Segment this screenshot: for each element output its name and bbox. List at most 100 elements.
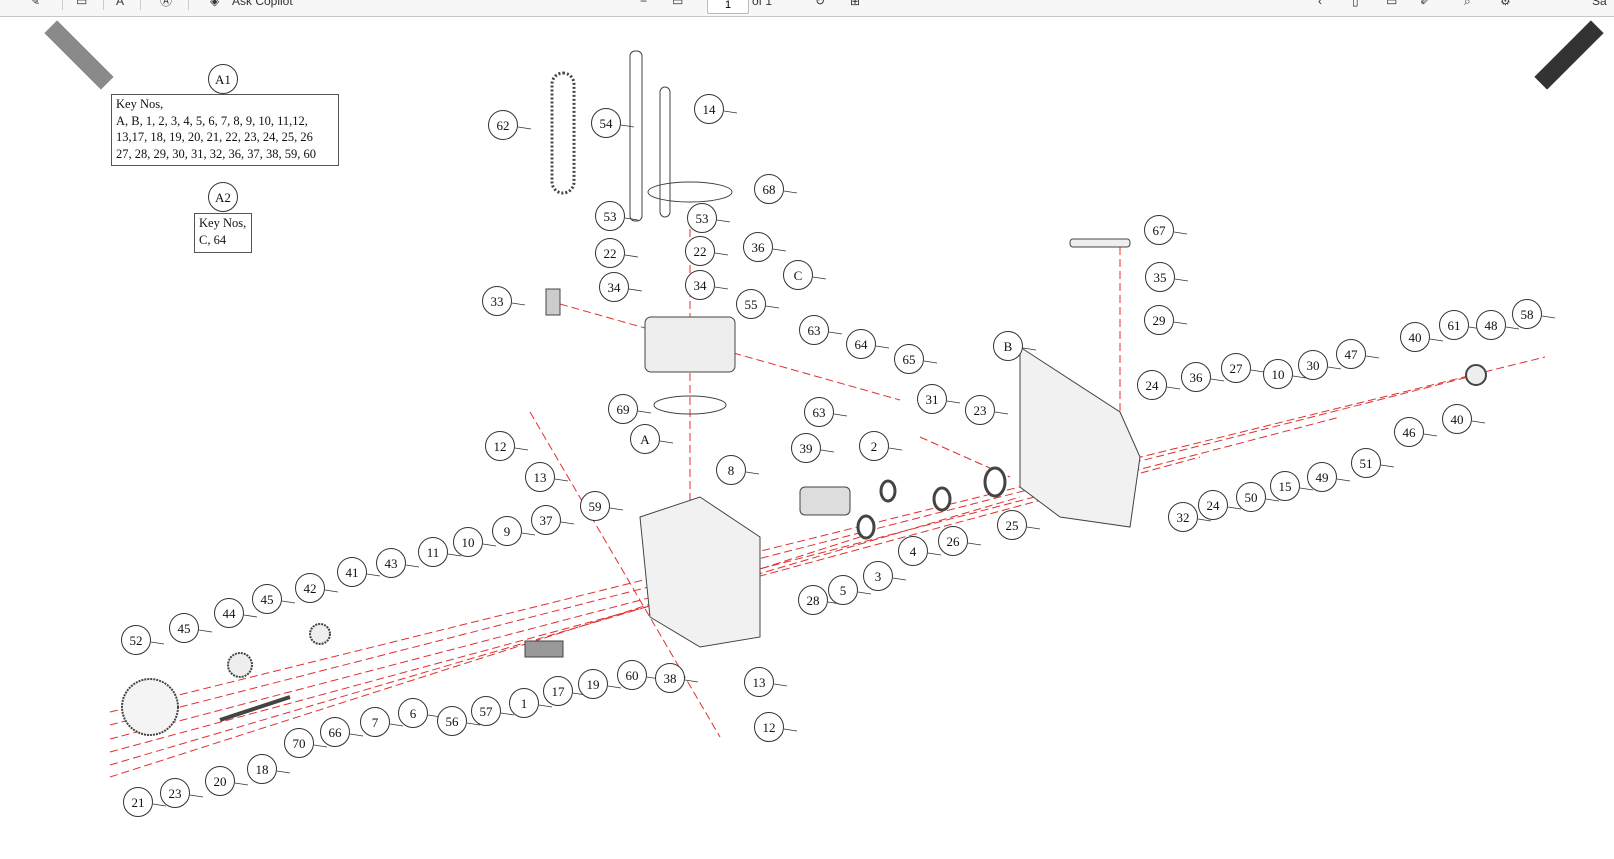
callout-35: 35 (1145, 262, 1175, 292)
leader-line (919, 436, 1011, 478)
callout-leader (923, 360, 938, 364)
callout-leader (967, 542, 982, 546)
callout-leader (659, 440, 674, 444)
callout-leader (1327, 366, 1342, 370)
callout-39: 39 (791, 433, 821, 463)
leader-line (109, 373, 1481, 726)
callout-leader (1336, 478, 1351, 482)
callout-leader (324, 589, 339, 593)
ask-copilot-button[interactable]: Ask Copilot (232, 0, 293, 8)
callout-4: 4 (898, 536, 928, 566)
page-total: of 1 (752, 0, 773, 8)
fit-page-icon[interactable]: ▭ (672, 0, 684, 8)
callout-b: B (993, 331, 1023, 361)
callout-36: 36 (743, 232, 773, 262)
leader-line (559, 303, 901, 401)
callout-43: 43 (376, 548, 406, 578)
callout-55: 55 (736, 289, 766, 319)
zoom-out-icon[interactable]: − (640, 0, 648, 8)
callout-leader (189, 794, 204, 798)
shaft-70 (219, 695, 291, 722)
callout-25: 25 (997, 510, 1027, 540)
callout-29: 29 (1144, 305, 1174, 335)
callout-leader (772, 248, 787, 252)
callout-leader (828, 331, 843, 335)
callout-leader (624, 254, 639, 258)
callout-leader (888, 447, 903, 451)
find-icon[interactable]: ⌕ (1464, 0, 1471, 8)
page-number-input[interactable] (707, 0, 749, 14)
callout-24: 24 (1198, 490, 1228, 520)
callout-30: 30 (1298, 350, 1328, 380)
callout-12: 12 (485, 431, 515, 461)
print-icon[interactable]: ▯ (1352, 0, 1359, 8)
page-view-icon[interactable]: ⊞ (850, 0, 861, 8)
undo-icon[interactable]: ‹ (1318, 0, 1322, 8)
callout-leader (560, 521, 575, 525)
callout-41: 41 (337, 557, 367, 587)
callout-leader (313, 744, 328, 748)
rotate-icon[interactable]: ↻ (815, 0, 826, 8)
callout-33: 33 (482, 286, 512, 316)
callout-34: 34 (685, 270, 715, 300)
callout-9: 9 (492, 516, 522, 546)
callout-66: 66 (320, 717, 350, 747)
pdf-page: A1 Key Nos, A, B, 1, 2, 3, 4, 5, 6, 7, 8… (0, 17, 1614, 859)
callout-leader (833, 413, 848, 417)
highlight-icon[interactable]: ✐ (1420, 0, 1431, 8)
callout-leader (783, 190, 798, 194)
bearing-25 (983, 466, 1007, 498)
callout-leader (783, 728, 798, 732)
cylinder-gasket (647, 181, 733, 203)
callout-1: 1 (509, 688, 539, 718)
copilot-icon[interactable]: ◈ (210, 0, 220, 8)
callout-18: 18 (247, 754, 277, 784)
settings-icon[interactable]: ⚙ (1500, 0, 1511, 8)
callout-70: 70 (284, 728, 314, 758)
callout-leader (714, 286, 729, 290)
text-icon[interactable]: Ⓐ (160, 0, 173, 8)
save-button[interactable]: Sa (1592, 0, 1607, 8)
erase-icon[interactable]: ▭ (76, 0, 88, 8)
valve-springs (545, 288, 561, 316)
callout-leader (1299, 487, 1314, 491)
callout-69: 69 (608, 394, 638, 424)
callout-40: 40 (1442, 404, 1472, 434)
callout-leader (521, 532, 536, 536)
key-group-line: 27, 28, 29, 30, 31, 32, 36, 37, 38, 59, … (116, 146, 316, 161)
bearing-3 (856, 514, 876, 540)
kick-lever (1069, 238, 1131, 248)
callout-20: 20 (205, 766, 235, 796)
chain-tensioner (659, 86, 671, 218)
callout-13: 13 (525, 462, 555, 492)
key-group-line: C, 64 (199, 232, 227, 247)
callout-48: 48 (1476, 310, 1506, 340)
callout-65: 65 (894, 344, 924, 374)
key-group-title: Key Nos, (199, 216, 247, 230)
callout-leader (482, 543, 497, 547)
callout-17: 17 (543, 676, 573, 706)
callout-leader (1026, 526, 1041, 530)
callout-leader (243, 614, 258, 618)
callout-leader (857, 591, 872, 595)
callout-leader (684, 679, 699, 683)
callout-leader (389, 723, 404, 727)
callout-38: 38 (655, 663, 685, 693)
key-group-line: A, B, 1, 2, 3, 4, 5, 6, 7, 8, 9, 10, 11,… (116, 113, 308, 128)
save-as-icon[interactable]: ▭ (1386, 0, 1398, 8)
callout-leader (1505, 326, 1520, 330)
callout-leader (714, 252, 729, 256)
callout-leader (1227, 506, 1242, 510)
callout-leader (820, 449, 835, 453)
exploded-parts-diagram (109, 50, 1556, 807)
read-aloud-icon[interactable]: A (116, 0, 125, 8)
key-group-box-a2: Key Nos, C, 64 (194, 213, 252, 253)
key-group-tag-a2: A2 (208, 182, 238, 212)
callout-42: 42 (295, 573, 325, 603)
draw-icon[interactable]: ✎ (30, 0, 41, 8)
callout-leader (716, 219, 731, 223)
callout-40: 40 (1400, 322, 1430, 352)
callout-23: 23 (160, 778, 190, 808)
callout-leader (1022, 347, 1037, 351)
callout-leader (1471, 420, 1486, 424)
